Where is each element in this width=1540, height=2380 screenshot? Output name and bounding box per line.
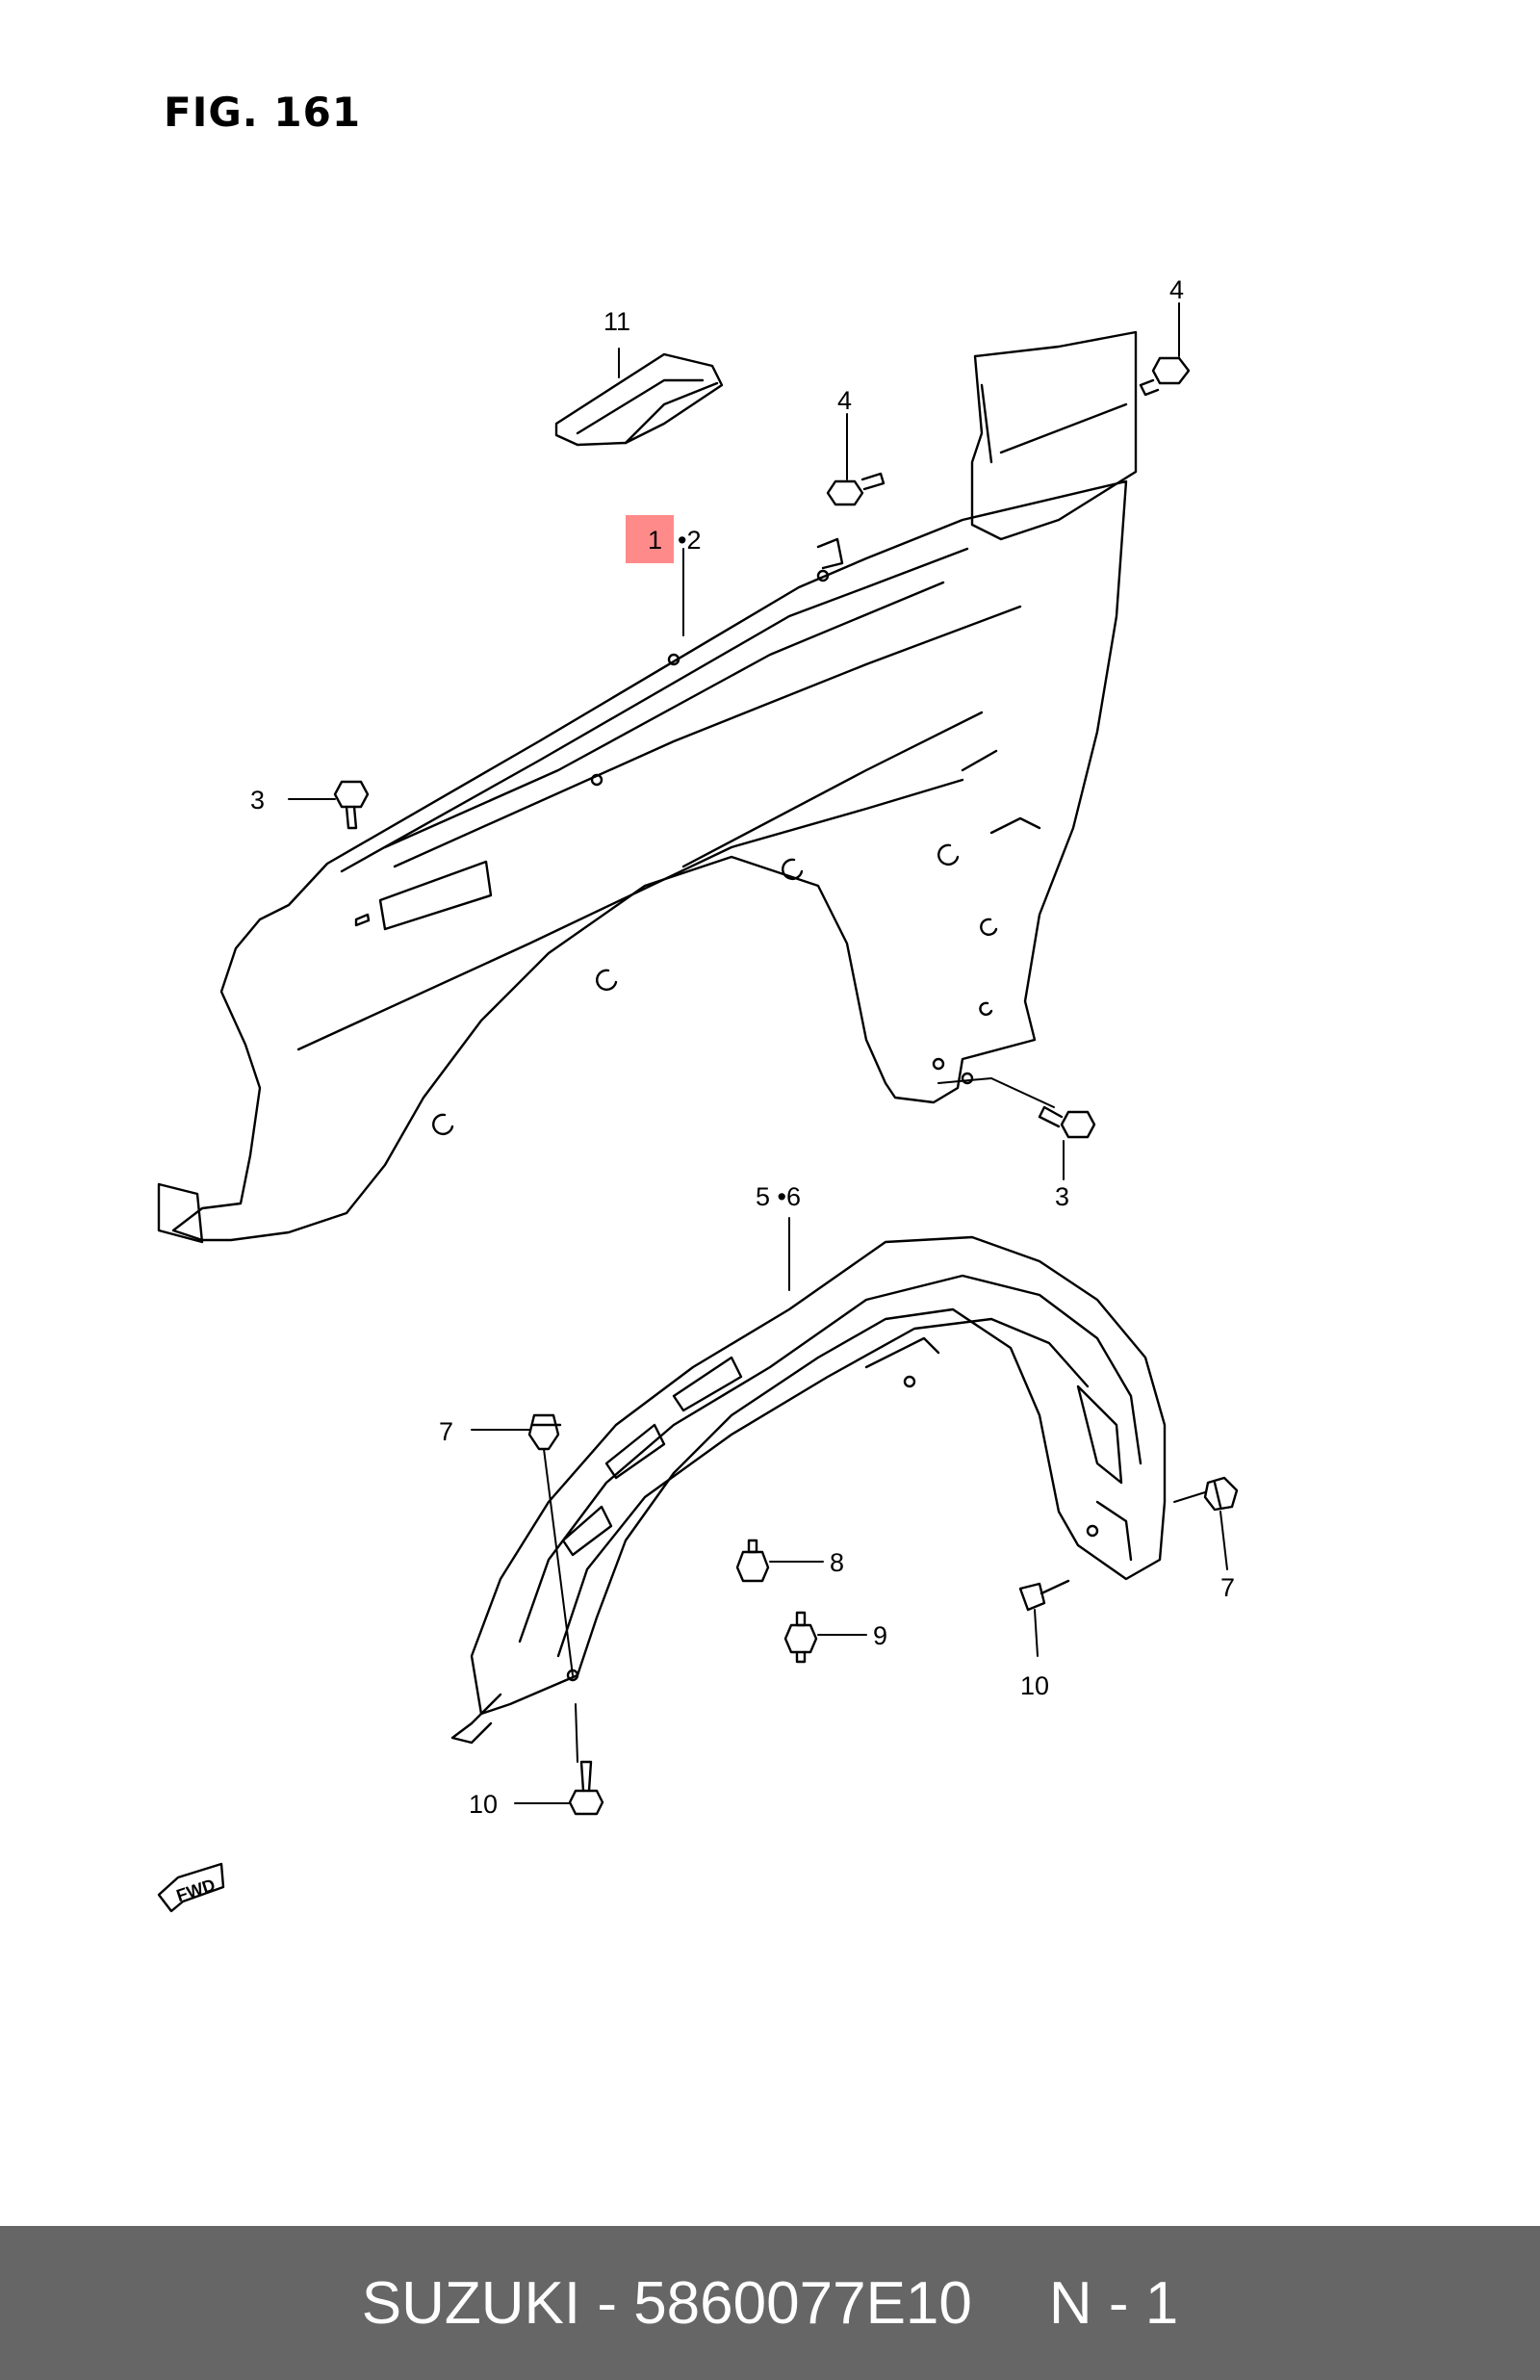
front-fender xyxy=(157,479,1128,1244)
footer-page-number: N - 1 xyxy=(1048,2269,1179,2337)
clip-9 xyxy=(783,1611,818,1664)
bolt-3-upper xyxy=(333,780,370,830)
fwd-arrow-icon xyxy=(157,1862,225,1913)
screw-10-right xyxy=(1018,1579,1070,1612)
callout-9[interactable]: 9 xyxy=(873,1621,887,1650)
footer-part-number: SUZUKI - 5860077E10 xyxy=(361,2269,972,2337)
clip-7-right xyxy=(1203,1476,1239,1512)
parts-diagram: FWD 11 4 4 1 •2 3 3 5 •6 7 7 8 9 10 10 xyxy=(157,275,1239,1913)
callout-10-left[interactable]: 10 xyxy=(469,1790,498,1819)
fender-upper-bracket xyxy=(970,330,1138,541)
bolt-4-mid xyxy=(826,472,886,506)
screw-10-left xyxy=(568,1760,604,1816)
callout-2[interactable]: •2 xyxy=(678,526,701,555)
part-highlight[interactable] xyxy=(626,515,674,563)
fender-liner xyxy=(450,1235,1167,1745)
clip-7-left xyxy=(527,1413,562,1451)
leader-lines xyxy=(288,302,1228,1804)
callout-7-left[interactable]: 7 xyxy=(439,1417,453,1446)
callout-3-upper[interactable]: 3 xyxy=(250,786,265,815)
bolt-4-upper xyxy=(1139,356,1191,397)
callout-4-upper[interactable]: 4 xyxy=(1169,275,1184,304)
callout-4-mid[interactable]: 4 xyxy=(837,386,852,415)
callout-5-6[interactable]: 5 •6 xyxy=(756,1182,801,1211)
figure-title: FIG. 161 xyxy=(164,89,362,136)
bolt-3-lower xyxy=(1038,1105,1096,1139)
callout-3-lower[interactable]: 3 xyxy=(1055,1182,1069,1211)
callout-1[interactable]: 1 xyxy=(648,526,662,555)
callout-7-right[interactable]: 7 xyxy=(1220,1573,1235,1602)
callout-10-right[interactable]: 10 xyxy=(1020,1671,1049,1700)
part-11-cover xyxy=(554,352,724,447)
fwd-label: FWD xyxy=(174,1875,218,1905)
callout-8[interactable]: 8 xyxy=(830,1548,844,1577)
footer-bar: SUZUKI - 5860077E10 N - 1 xyxy=(0,2226,1540,2380)
callout-11[interactable]: 11 xyxy=(603,307,630,336)
clip-8 xyxy=(735,1539,770,1583)
